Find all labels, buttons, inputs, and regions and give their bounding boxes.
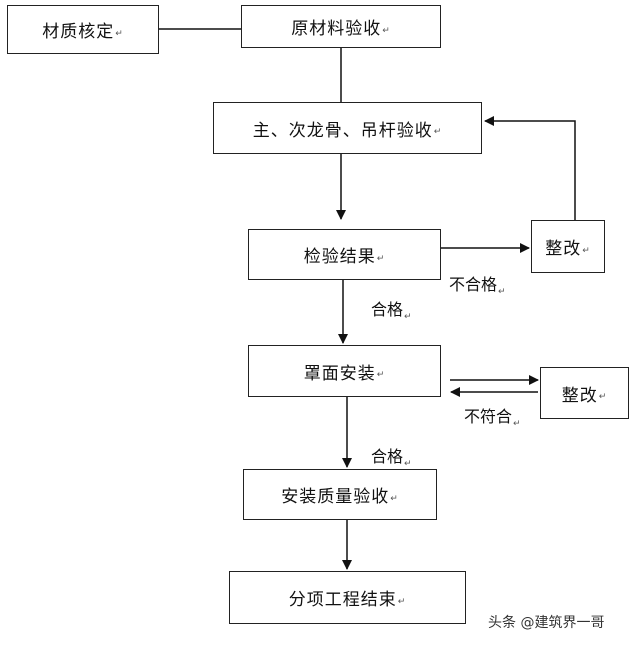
paragraph-mark-icon: ↵ [404,312,412,322]
paragraph-mark-icon: ↵ [498,287,506,297]
edge-label-qualified-2-text: 合格 [371,447,404,466]
node-rectify-1: 整改↵ [531,220,605,273]
node-material-check: 材质核定↵ [7,5,159,54]
node-quality-inspection: 安装质量验收↵ [243,469,437,520]
node-keel-inspection-label: 主、次龙骨、吊杆验收 [252,120,433,141]
edge-label-nonconforming-text: 不符合 [464,407,513,426]
paragraph-mark-icon: ↵ [376,370,386,380]
paragraph-mark-icon: ↵ [390,493,399,504]
paragraph-mark-icon: ↵ [433,127,443,137]
node-end-label: 分项工程结束 [288,590,397,610]
paragraph-mark-icon: ↵ [382,25,391,36]
node-quality-inspection-label: 安装质量验收 [281,487,390,507]
arrow-rectify-keel [484,116,576,220]
node-result-label: 检验结果 [303,247,376,267]
paragraph-mark-icon: ↵ [376,253,386,264]
paragraph-mark-icon: ↵ [513,419,521,429]
edge-label-nonconforming: 不符合↵ [464,403,521,429]
node-result: 检验结果↵ [248,229,441,280]
edge-label-unqualified-text: 不合格 [449,275,498,294]
paragraph-mark-icon: ↵ [598,392,608,402]
node-rectify-1-label: 整改 [545,239,582,259]
node-panel-install-label: 罩面安装 [303,363,376,384]
paragraph-mark-icon: ↵ [397,596,407,607]
node-panel-install: 罩面安装↵ [248,345,441,397]
edge-label-qualified-2: 合格↵ [371,443,412,469]
paragraph-mark-icon: ↵ [115,28,124,39]
paragraph-mark-icon: ↵ [582,245,591,256]
node-rectify-2: 整改↵ [540,367,629,419]
paragraph-mark-icon: ↵ [404,459,412,469]
node-rectify-2-label: 整改 [561,385,598,406]
edge-label-unqualified: 不合格↵ [449,271,506,297]
node-keel-inspection: 主、次龙骨、吊杆验收↵ [213,102,482,154]
watermark: 头条 @建筑界一哥 [488,615,605,631]
edge-label-qualified-1-text: 合格 [371,300,404,319]
node-material-check-label: 材质核定 [42,22,115,42]
node-end: 分项工程结束↵ [229,571,466,624]
node-raw-inspection-label: 原材料验收 [291,19,382,39]
edge-label-qualified-1: 合格↵ [371,296,412,322]
node-raw-inspection: 原材料验收↵ [241,5,441,48]
